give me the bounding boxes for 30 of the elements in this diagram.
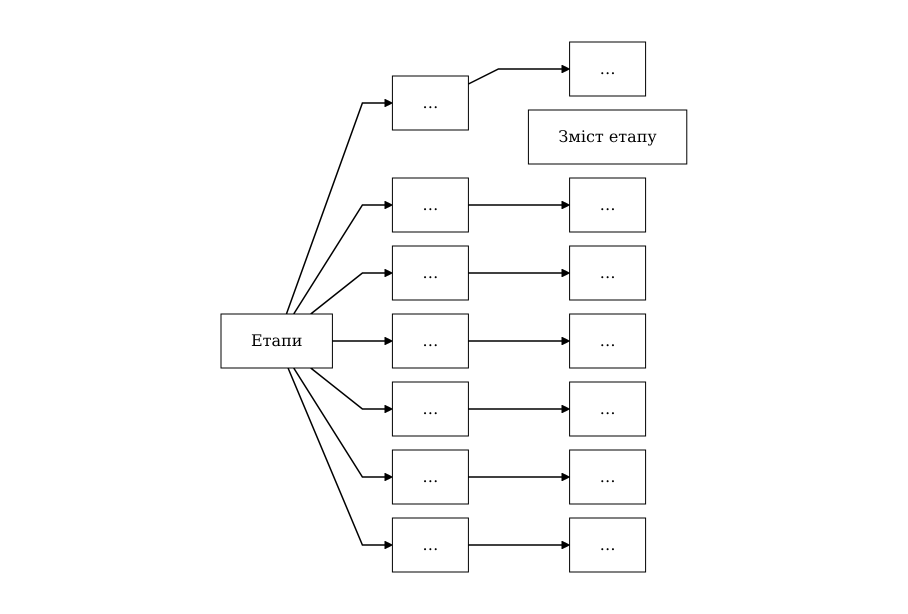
arrow	[468, 336, 570, 346]
node-box: Зміст етапу	[528, 110, 688, 164]
node-box: …	[569, 314, 646, 368]
arrow	[310, 367, 393, 414]
node-box: …	[392, 450, 470, 504]
arrow	[310, 268, 393, 315]
node-box: …	[392, 314, 470, 368]
arrow	[468, 64, 570, 85]
arrow	[468, 404, 570, 414]
node-box: Етапи	[220, 314, 334, 368]
node-box: …	[569, 246, 646, 300]
arrow	[468, 200, 570, 210]
arrow	[293, 368, 393, 482]
arrow	[468, 540, 570, 550]
node-box: …	[392, 518, 470, 572]
arrow	[468, 268, 570, 278]
node-box: …	[569, 382, 646, 436]
node-box: …	[392, 76, 470, 130]
node-box: …	[569, 518, 646, 572]
arrow	[468, 472, 570, 482]
node-box: …	[569, 178, 646, 232]
node-box: …	[569, 450, 646, 504]
node-box: …	[392, 382, 470, 436]
arrow	[293, 200, 393, 314]
arrow	[332, 336, 393, 346]
arrow	[286, 98, 393, 314]
node-box: …	[569, 42, 646, 96]
node-box: …	[392, 246, 470, 300]
node-box: …	[392, 178, 470, 232]
arrow	[287, 368, 393, 550]
